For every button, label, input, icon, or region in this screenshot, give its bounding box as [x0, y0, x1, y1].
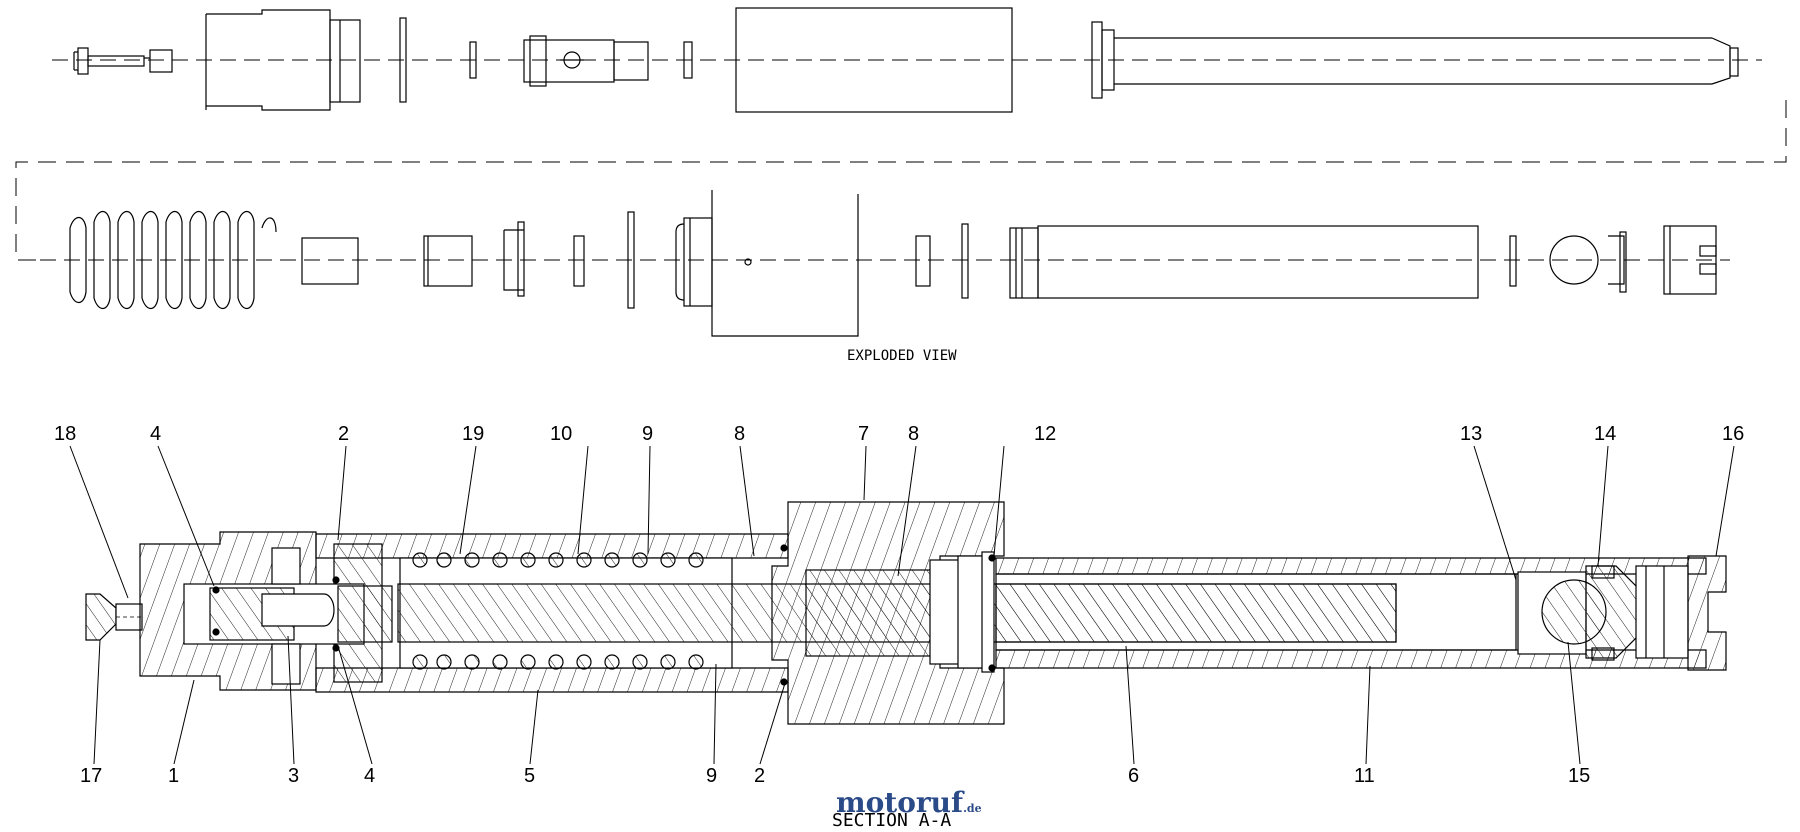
watermark-brand: motoruf — [836, 786, 964, 819]
callout-9-bottom: 9 — [706, 765, 717, 787]
exploded-ball — [1549, 235, 1599, 285]
exploded-barrel — [1009, 225, 1479, 299]
callout-4-top: 4 — [150, 423, 161, 445]
exploded-shaft — [1091, 21, 1739, 99]
callout-18: 18 — [54, 423, 76, 445]
exploded-bolt — [73, 47, 173, 75]
exploded-spacer-1 — [301, 237, 359, 285]
section-flange — [929, 551, 995, 673]
exploded-ring-1 — [469, 41, 477, 79]
connector-line — [15, 100, 1787, 261]
exploded-seat-2 — [1608, 231, 1627, 293]
callout-19: 19 — [462, 423, 484, 445]
exploded-housing — [205, 9, 361, 111]
watermark-tld: .de — [963, 802, 982, 815]
callout-3: 3 — [288, 765, 299, 787]
callout-9-top: 9 — [642, 423, 653, 445]
callouts-top: 18 4 2 19 10 9 8 7 8 12 13 14 16 — [54, 423, 1744, 445]
callout-16: 16 — [1722, 423, 1744, 445]
exploded-view — [15, 7, 1787, 337]
leader-lines — [69, 445, 1735, 765]
callout-4-bottom: 4 — [364, 765, 375, 787]
section-label: SECTION A-A — [832, 810, 951, 831]
exploded-ring-2 — [683, 41, 693, 79]
exploded-spacer-2 — [423, 235, 473, 287]
section-end-cap — [1635, 555, 1727, 671]
section-spring — [412, 552, 704, 670]
exploded-bushing — [675, 217, 713, 307]
exploded-block — [711, 190, 859, 337]
callouts-bottom: 17 1 3 4 5 9 2 6 11 15 — [80, 765, 1590, 787]
callout-15: 15 — [1568, 765, 1590, 787]
exploded-view-label: EXPLODED VIEW — [847, 348, 957, 364]
exploded-seal-1 — [503, 221, 525, 297]
callout-17: 17 — [80, 765, 102, 787]
exploded-ring-3 — [915, 235, 931, 287]
callout-11: 11 — [1354, 765, 1375, 787]
watermark-logo: motoruf.de — [836, 786, 982, 819]
callout-13: 13 — [1460, 423, 1482, 445]
exploded-ring-4 — [961, 223, 969, 299]
callout-6: 6 — [1128, 765, 1139, 787]
callout-1: 1 — [168, 765, 179, 787]
callout-12: 12 — [1034, 423, 1056, 445]
callout-5: 5 — [524, 765, 535, 787]
section-rod-inner — [995, 583, 1397, 643]
exploded-spring — [69, 210, 277, 310]
section-block-7 — [771, 501, 1005, 725]
section-valve-seat — [1517, 565, 1641, 661]
exploded-cap — [1663, 225, 1717, 295]
section-o-rings — [212, 544, 996, 686]
callout-14: 14 — [1594, 423, 1616, 445]
callout-8-left: 8 — [734, 423, 745, 445]
exploded-washer-1 — [399, 17, 407, 103]
callout-7: 7 — [858, 423, 869, 445]
exploded-seat-1 — [1509, 235, 1517, 287]
callout-10: 10 — [550, 423, 572, 445]
exploded-seal-2 — [573, 235, 585, 287]
exploded-washer-2 — [627, 211, 635, 309]
callout-2-bottom: 2 — [754, 765, 765, 787]
callout-2-top: 2 — [338, 423, 349, 445]
callout-8-right: 8 — [908, 423, 919, 445]
section-view — [85, 501, 1727, 725]
exploded-cylinder — [735, 7, 1013, 113]
exploded-valve — [523, 35, 649, 87]
section-knob — [85, 593, 143, 641]
